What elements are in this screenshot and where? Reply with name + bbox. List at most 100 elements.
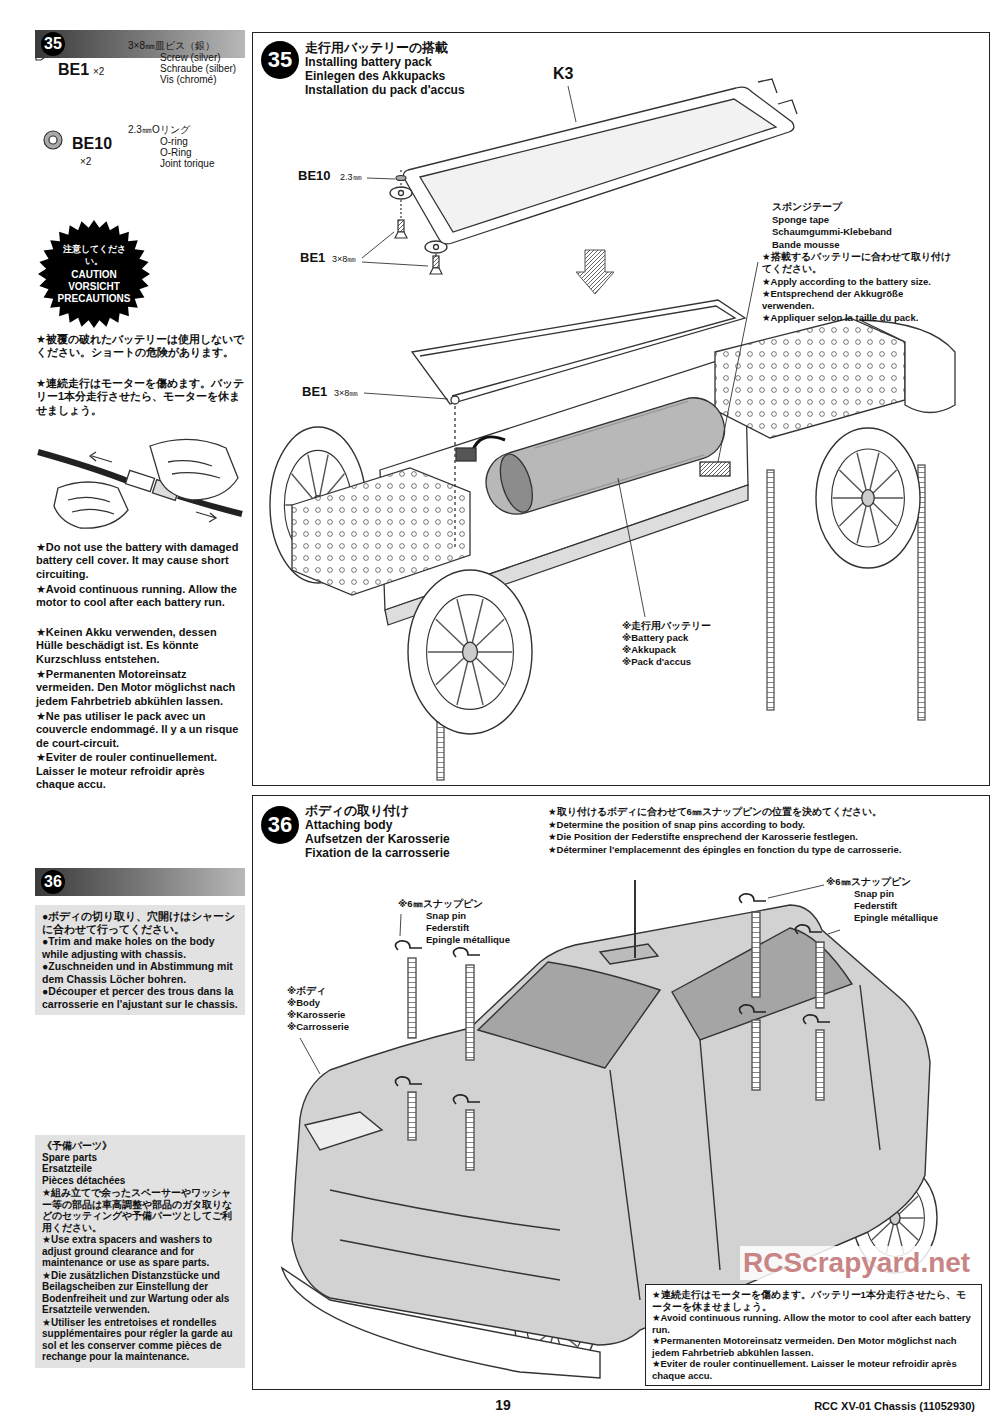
snap-pin xyxy=(453,948,480,957)
o-ring-icon xyxy=(44,131,62,149)
o-ring-and-screws xyxy=(395,232,407,238)
leader-line xyxy=(400,914,401,936)
callout-label: ※Body xyxy=(287,997,320,1009)
callout-label: ※走行用バッテリー xyxy=(622,620,711,632)
wheel xyxy=(427,595,514,710)
step-title: 走行用バッテリーの搭載 xyxy=(305,41,465,55)
body-illustration xyxy=(466,1110,474,1170)
snap-pin xyxy=(395,941,422,950)
step-number-circle: 35 xyxy=(261,41,299,79)
caution-note: ★Ne pas utiliser le pack avec un couverc… xyxy=(36,710,244,750)
note-text: ●Zuschneiden und in Abstimmung mit dem C… xyxy=(42,960,238,985)
dimension: 2.3㎜ xyxy=(340,172,362,183)
note-text: Ersatzteile xyxy=(42,1163,238,1175)
chassis-illustration xyxy=(767,470,774,710)
part-code: BE1 xyxy=(300,250,325,266)
instruction-note: ★搭載するバッテリーに合わせて取り付けてください。 xyxy=(762,251,957,274)
text-group: 35 xyxy=(261,41,299,79)
note-text: Spare parts xyxy=(42,1152,238,1164)
hand-illustration xyxy=(90,452,112,462)
battery-cover-k3 xyxy=(420,99,776,232)
note-box: ●ボディの切り取り、穴開けはシャーシに合わせて行ってください。●Trim and… xyxy=(35,905,245,1015)
body-illustration xyxy=(816,942,824,1008)
callout-label: ※ボディ xyxy=(287,985,326,997)
leader-line xyxy=(718,262,758,462)
step-title: Installation du pack d'accus xyxy=(305,83,465,97)
step-title: Einlegen des Akkupacks xyxy=(305,69,465,83)
body-illustration xyxy=(466,965,474,1060)
caution-note: ★Avoid continuous running. Allow the mot… xyxy=(36,583,244,610)
chassis-illustration xyxy=(412,300,745,404)
body-illustration xyxy=(672,928,852,1040)
leader-line xyxy=(364,262,758,617)
wheel xyxy=(816,428,920,568)
page-number: 19 xyxy=(485,1397,521,1414)
text-group: 35 xyxy=(35,30,245,58)
text-group: ボディの取り付けAttaching bodyAufsetzen der Karo… xyxy=(305,804,450,860)
callout-label: Snap pin xyxy=(854,888,894,900)
o-ring-and-screws xyxy=(396,176,406,181)
step-panel: 走行用バッテリーの搭載Installing battery packEinleg… xyxy=(252,32,990,786)
caution-starburst: 注意してください。CAUTION VORSICHT PRECAUTIONS xyxy=(38,220,150,328)
instruction-note: ★Apply according to the battery size. xyxy=(762,276,957,288)
hand-illustration xyxy=(168,461,220,478)
callout-label: Sponge tape xyxy=(772,214,829,226)
instruction-note: ★Die Position der Federstifte ensprechen… xyxy=(548,831,983,843)
caution-note: ★Keinen Akku verwenden, dessen Hülle bes… xyxy=(36,626,244,666)
step-number: 35 xyxy=(41,32,65,56)
snap-pin xyxy=(739,894,766,903)
footer-text: RCC XV-01 Chassis (11052930) xyxy=(814,1400,975,1413)
leader-line xyxy=(300,1038,320,1074)
chassis-illustration xyxy=(420,306,735,396)
text-group: 走行用バッテリーの搭載Installing battery packEinleg… xyxy=(305,41,465,97)
chassis-illustration xyxy=(270,300,955,780)
leader-line xyxy=(367,178,395,179)
note-text: ●Découper et percer des trous dans la ca… xyxy=(42,985,238,1010)
chassis-illustration xyxy=(456,448,476,461)
starburst-shape xyxy=(38,220,150,328)
body-illustration xyxy=(634,880,636,958)
battery-cover-k3 xyxy=(404,87,794,244)
down-arrow xyxy=(576,250,614,294)
wheel xyxy=(862,490,874,507)
note-text: ●ボディの切り取り、穴開けはシャーシに合わせて行ってください。 xyxy=(42,910,238,935)
leader-line xyxy=(828,930,840,934)
step-number: 35 xyxy=(261,41,299,79)
o-ring-and-screws xyxy=(398,220,404,232)
watermark: RCScrapyard.net xyxy=(740,1246,973,1280)
step-band: 36 xyxy=(35,868,245,896)
hand-illustration xyxy=(196,512,216,522)
battery-cover-k3 xyxy=(434,245,439,250)
o-ring-and-screws xyxy=(433,256,439,268)
snap-pin xyxy=(803,1015,830,1024)
instruction-note: ★Appliquer selon la taille du pack. xyxy=(762,312,957,324)
leader-line xyxy=(618,478,645,617)
text-group: 36 xyxy=(261,806,299,844)
battery-cover-k3 xyxy=(390,79,797,253)
step-number-circle: 36 xyxy=(261,806,299,844)
spare-parts-box: 《予備パーツ》Spare partsErsatzteilePièces déta… xyxy=(35,1135,245,1368)
callout-label: ※6㎜スナップピン xyxy=(398,898,483,910)
leader-line xyxy=(362,232,394,258)
callout-label: Epingle métallique xyxy=(854,912,938,924)
callout-label: ※Carrosserie xyxy=(287,1021,349,1033)
body-illustration xyxy=(752,1020,760,1090)
body-illustration xyxy=(752,912,760,997)
hand-illustration xyxy=(38,452,130,482)
callout-label: ※Pack d'accus xyxy=(622,656,691,668)
caution-box: ★連続走行はモーターを傷めます。バッテリー1本分走行させたら、モーターを休ませま… xyxy=(645,1284,982,1386)
text-group: 36 xyxy=(35,868,245,896)
chassis-illustration xyxy=(292,468,470,595)
part-name: Schraube (silber) xyxy=(160,63,236,75)
chassis-illustration xyxy=(451,396,459,404)
step-band: 35 xyxy=(35,30,245,58)
body-illustration xyxy=(408,1092,416,1140)
callout-label: Schaumgummi-Klebeband xyxy=(772,226,892,238)
wheel xyxy=(408,570,532,734)
body-illustration xyxy=(340,1240,560,1280)
callout-label: Federstift xyxy=(854,900,897,912)
caution-text: ★Permanenten Motoreinsatz vermeiden. Den… xyxy=(652,1335,975,1358)
leader-line xyxy=(768,885,824,898)
part-code: BE10 xyxy=(298,168,331,184)
part-name: O-ring xyxy=(160,136,188,148)
